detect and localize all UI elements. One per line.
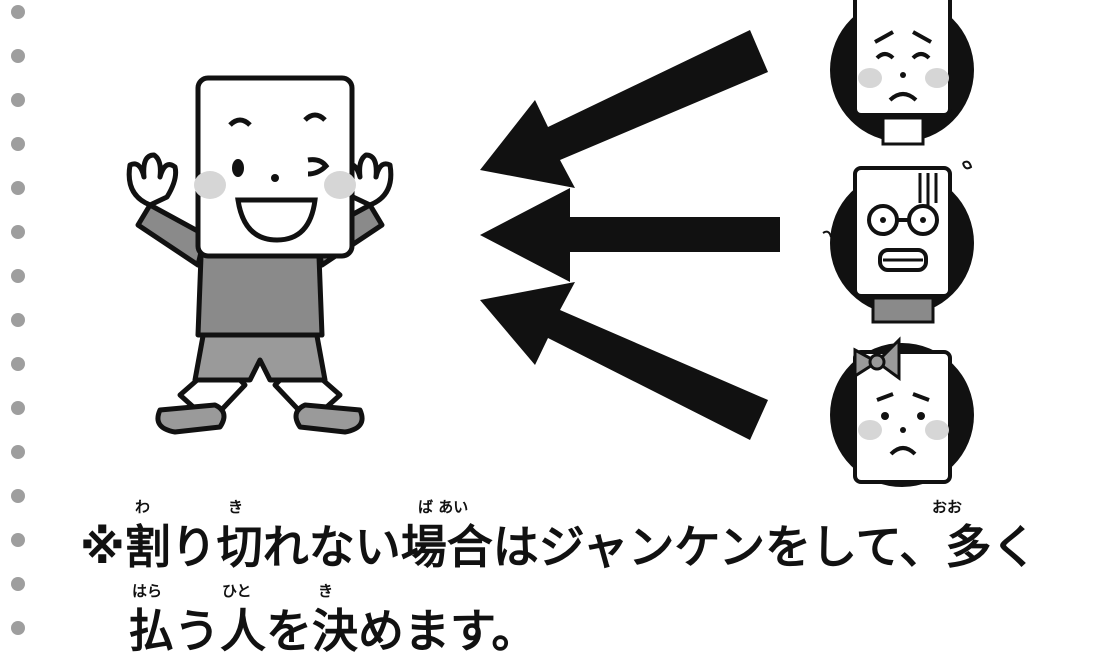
ruby-ki2: き [318,582,334,600]
ruby-oo: おお [932,498,963,516]
note-line-2: はら ひと き 払う人を決めます。 [80,584,1090,655]
happy-character-illustration [126,75,394,435]
note-line-2-text: 払う人を決めます。 [128,604,538,657]
ruby-wa: わ [135,498,151,516]
note-text: わ き ば あい おお ※割り切れない場合はジャンケンをして、多く はら ひと … [80,500,1090,655]
ruby-hito: ひと [222,582,252,600]
notebook-ring-dots [11,5,25,635]
sad-character-top [830,0,974,146]
note-line-1-text: ※割り切れない場合はジャンケンをして、多く [80,520,1038,574]
ruby-baai: ば あい [418,498,469,516]
note-line-1: わ き ば あい おお ※割り切れない場合はジャンケンをして、多く [80,500,1090,571]
ruby-hara: はら [132,582,163,600]
nervous-glasses-character [822,160,974,324]
ruby-ki: き [228,498,244,516]
arrows-pointing-left [480,30,780,440]
sad-ribbon-character [830,336,974,487]
